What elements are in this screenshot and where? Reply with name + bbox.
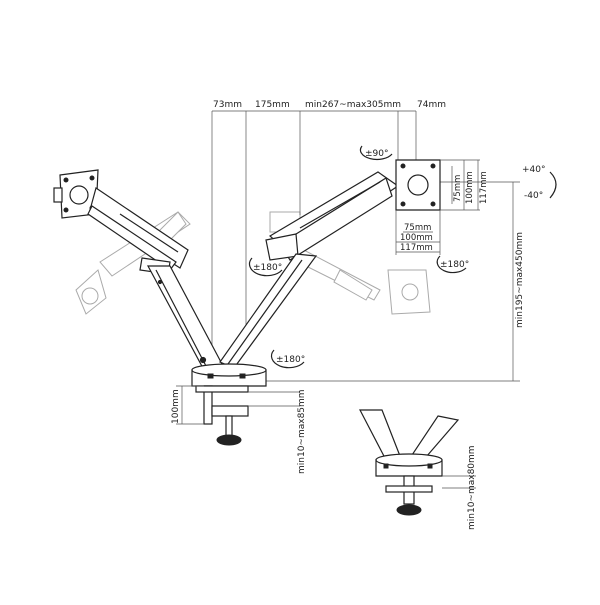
vesa-dimension-lines [395,159,480,255]
clamp-dimension-lines [176,385,300,425]
vesa-100-horizontal: 100mm [400,233,433,243]
vesa-75-vertical: 75mm [453,175,463,202]
vesa-100-vertical: 100mm [465,171,475,204]
rotation-180-left: ±180° [253,263,282,273]
clamp-100: 100mm [171,389,181,424]
dim-74: 74mm [417,100,446,110]
dim-arm-range: min267~max305mm [305,100,401,110]
height-range: min195~max450mm [515,232,525,328]
top-dimension-lines [211,110,417,352]
height-dimension-line [255,181,520,382]
labels: 73mm 175mm min267~max305mm 74mm ±90° ±18… [171,100,546,530]
clamp-range: min10~max85mm [297,389,307,474]
vesa-117-horizontal: 117mm [400,243,433,253]
tilt-up: +40° [522,165,546,175]
left-lower-arm [146,265,223,371]
rotation-arrows [248,145,557,369]
grommet-inset [359,409,476,516]
rotation-180-base: ±180° [276,355,305,365]
dim-175: 175mm [255,100,290,110]
main-base [191,363,267,446]
vesa-117-vertical: 117mm [479,171,489,204]
right-upper-arm [265,171,400,261]
ghost-right-arm [269,211,431,315]
dim-73: 73mm [213,100,242,110]
rotation-swivel-90: ±90° [365,149,389,159]
right-vesa-plate [395,159,441,211]
tilt-down: -40° [524,191,543,201]
grommet-range: min10~max80mm [467,445,477,530]
rotation-180-right: ±180° [440,260,469,270]
vesa-75-horizontal: 75mm [404,223,431,233]
left-upper-arm [87,187,189,275]
